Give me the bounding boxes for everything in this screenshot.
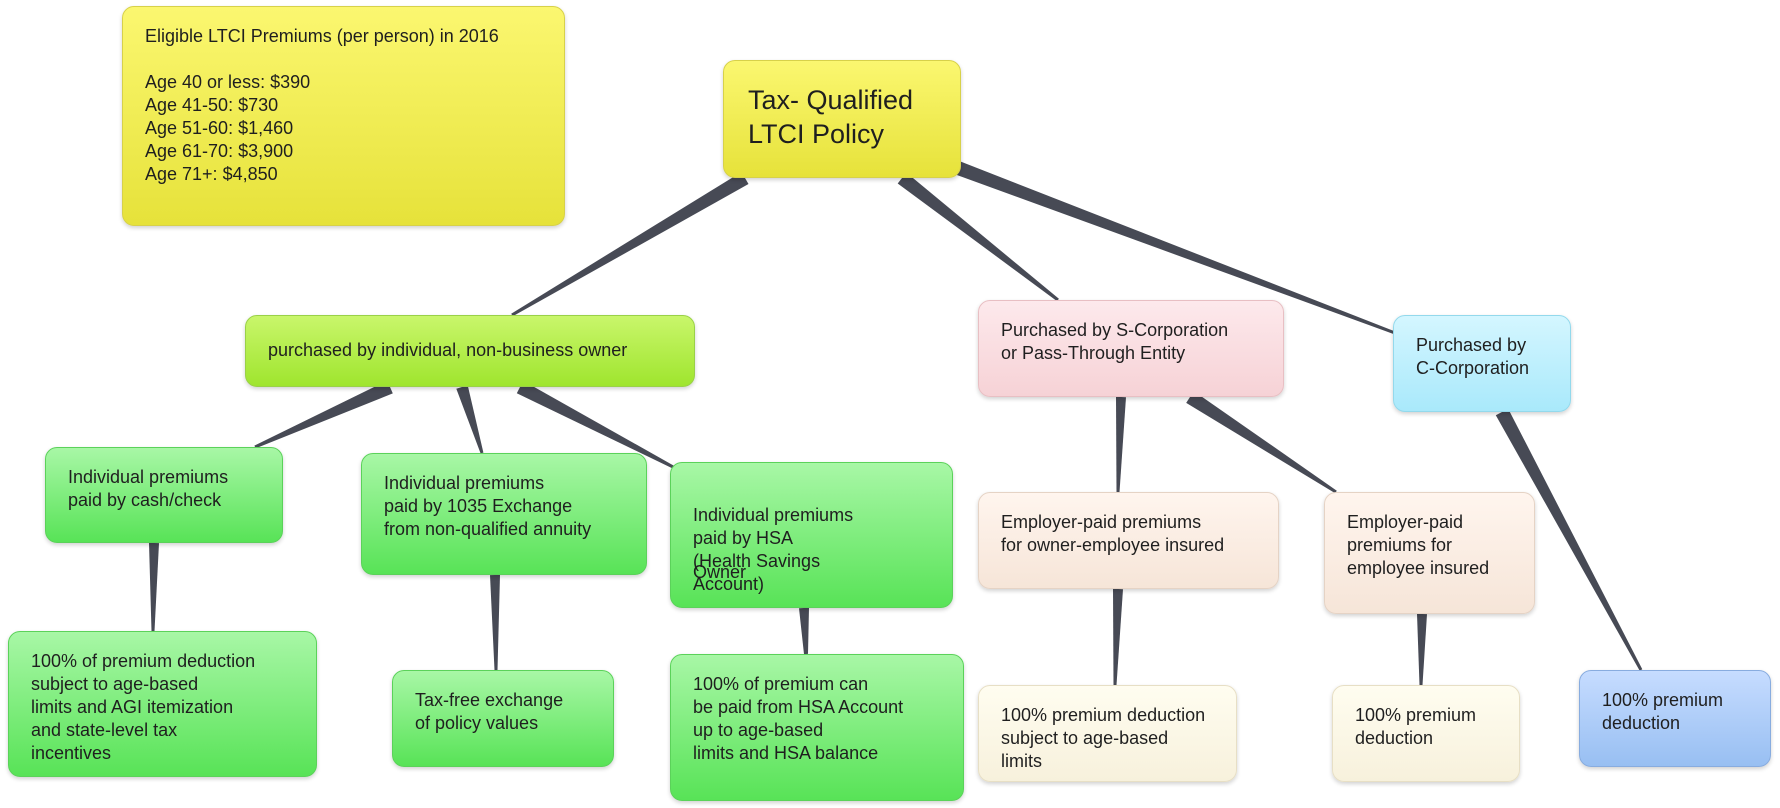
connector-hsa-to-result bbox=[799, 607, 809, 655]
connector-individual-to-exchange bbox=[456, 385, 484, 454]
individual-purchase-node: purchased by individual, non-business ow… bbox=[245, 315, 695, 387]
cash-check-result-node: 100% of premium deduction subject to age… bbox=[8, 631, 317, 777]
connector-root-to-c-corp bbox=[955, 161, 1396, 335]
connector-s-corp-to-owner-employee bbox=[1116, 396, 1126, 492]
connector-individual-to-cash-check bbox=[254, 380, 393, 449]
connector-cash-check-to-result bbox=[149, 542, 159, 631]
connector-s-corp-to-employee bbox=[1186, 391, 1337, 494]
hsa-overlap-label: Owner bbox=[693, 562, 747, 582]
root-node: Tax- Qualified LTCI Policy bbox=[723, 60, 961, 178]
exchange-1035-premium-node: Individual premiums paid by 1035 Exchang… bbox=[361, 453, 647, 575]
hsa-premium-node: Individual premiums paid by HSA (Health … bbox=[670, 462, 953, 608]
employee-result-node: 100% premium deduction bbox=[1332, 685, 1520, 782]
c-corp-purchase-node: Purchased by C-Corporation bbox=[1393, 315, 1571, 412]
connector-owner-employee-to-result bbox=[1113, 588, 1123, 685]
employee-premium-node: Employer-paid premiums for employee insu… bbox=[1324, 492, 1535, 614]
exchange-1035-result-node: Tax-free exchange of policy values bbox=[392, 670, 614, 767]
connector-root-to-individual bbox=[511, 172, 749, 317]
connector-exchange-to-result bbox=[490, 574, 500, 670]
owner-employee-premium-node: Employer-paid premiums for owner-employe… bbox=[978, 492, 1279, 589]
connector-individual-to-hsa bbox=[516, 380, 676, 470]
hsa-premium-label: Individual premiums paid by HSA (Health … bbox=[693, 505, 854, 594]
s-corp-purchase-node: Purchased by S-Corporation or Pass-Throu… bbox=[978, 300, 1284, 397]
premium-info-box: Eligible LTCI Premiums (per person) in 2… bbox=[122, 6, 565, 226]
hsa-result-node: 100% of premium can be paid from HSA Acc… bbox=[670, 654, 964, 801]
owner-employee-result-node: 100% premium deduction subject to age-ba… bbox=[978, 685, 1237, 782]
connector-employee-to-result bbox=[1417, 613, 1427, 685]
c-corp-result-node: 100% premium deduction bbox=[1579, 670, 1771, 767]
connector-root-to-s-corp bbox=[897, 172, 1059, 302]
cash-check-premium-node: Individual premiums paid by cash/check bbox=[45, 447, 283, 543]
connector-c-corp-to-result bbox=[1495, 408, 1643, 671]
